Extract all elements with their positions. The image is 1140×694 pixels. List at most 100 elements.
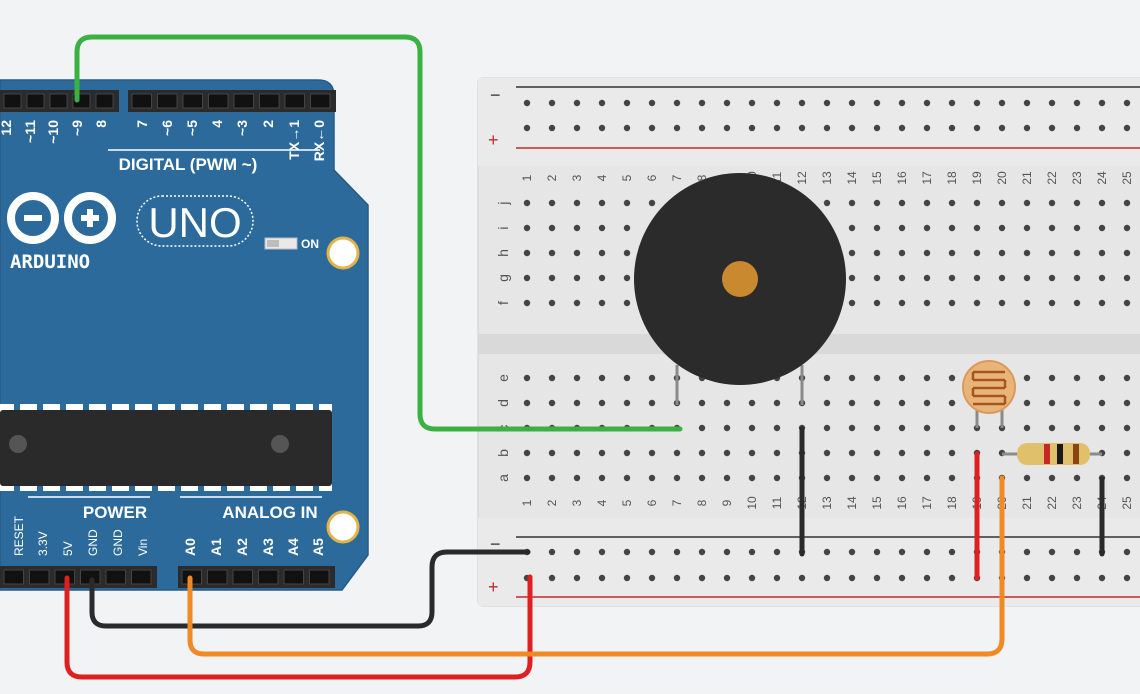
breadboard-hole[interactable] [598, 449, 606, 457]
breadboard-hole[interactable] [973, 274, 981, 282]
rail-hole[interactable] [948, 574, 956, 582]
photoresistor[interactable] [962, 360, 1016, 428]
breadboard-hole[interactable] [1073, 424, 1081, 432]
breadboard-hole[interactable] [523, 199, 531, 207]
breadboard-hole[interactable] [873, 399, 881, 407]
breadboard-hole[interactable] [573, 199, 581, 207]
breadboard-hole[interactable] [1048, 274, 1056, 282]
breadboard-hole[interactable] [1123, 249, 1131, 257]
breadboard-hole[interactable] [773, 474, 781, 482]
breadboard-hole[interactable] [648, 399, 656, 407]
rail-hole[interactable] [548, 99, 556, 107]
breadboard-hole[interactable] [848, 274, 856, 282]
breadboard-hole[interactable] [773, 424, 781, 432]
breadboard-hole[interactable] [1123, 474, 1131, 482]
rail-hole[interactable] [748, 548, 756, 556]
breadboard-hole[interactable] [973, 299, 981, 307]
header-socket[interactable] [208, 93, 229, 109]
breadboard-hole[interactable] [1023, 274, 1031, 282]
header-socket[interactable] [284, 93, 305, 109]
breadboard-hole[interactable] [573, 374, 581, 382]
breadboard-hole[interactable] [998, 274, 1006, 282]
header-socket[interactable] [131, 93, 152, 109]
breadboard-hole[interactable] [523, 399, 531, 407]
rail-hole[interactable] [973, 124, 981, 132]
rail-hole[interactable] [823, 99, 831, 107]
breadboard-hole[interactable] [898, 224, 906, 232]
rail-hole[interactable] [573, 548, 581, 556]
breadboard-hole[interactable] [1023, 374, 1031, 382]
breadboard-hole[interactable] [948, 199, 956, 207]
breadboard-hole[interactable] [1048, 474, 1056, 482]
breadboard-hole[interactable] [1048, 249, 1056, 257]
breadboard-hole[interactable] [923, 374, 931, 382]
rail-hole[interactable] [998, 124, 1006, 132]
breadboard-hole[interactable] [573, 449, 581, 457]
breadboard-hole[interactable] [1098, 374, 1106, 382]
breadboard-hole[interactable] [1048, 374, 1056, 382]
breadboard-hole[interactable] [1098, 199, 1106, 207]
rail-hole[interactable] [998, 99, 1006, 107]
breadboard-hole[interactable] [548, 474, 556, 482]
breadboard-hole[interactable] [673, 449, 681, 457]
rail-hole[interactable] [673, 548, 681, 556]
breadboard-hole[interactable] [1098, 249, 1106, 257]
breadboard-hole[interactable] [873, 199, 881, 207]
rail-hole[interactable] [873, 574, 881, 582]
breadboard-hole[interactable] [848, 449, 856, 457]
rail-hole[interactable] [598, 548, 606, 556]
header-socket[interactable] [232, 569, 253, 585]
breadboard-hole[interactable] [1048, 199, 1056, 207]
rail-hole[interactable] [748, 99, 756, 107]
breadboard-hole[interactable] [698, 474, 706, 482]
rail-hole[interactable] [723, 99, 731, 107]
breadboard-hole[interactable] [848, 399, 856, 407]
rail-hole[interactable] [848, 99, 856, 107]
rail-hole[interactable] [673, 574, 681, 582]
breadboard-hole[interactable] [573, 299, 581, 307]
rail-hole[interactable] [1073, 99, 1081, 107]
rail-hole[interactable] [573, 574, 581, 582]
resistor[interactable] [1002, 443, 1102, 465]
breadboard-hole[interactable] [748, 474, 756, 482]
breadboard-hole[interactable] [873, 374, 881, 382]
breadboard-hole[interactable] [1123, 224, 1131, 232]
breadboard-hole[interactable] [523, 449, 531, 457]
rail-hole[interactable] [573, 124, 581, 132]
rail-hole[interactable] [673, 124, 681, 132]
header-socket[interactable] [310, 93, 331, 109]
breadboard-hole[interactable] [898, 449, 906, 457]
breadboard-hole[interactable] [873, 249, 881, 257]
rail-hole[interactable] [848, 124, 856, 132]
breadboard-hole[interactable] [1073, 224, 1081, 232]
rail-hole[interactable] [848, 574, 856, 582]
breadboard-hole[interactable] [823, 424, 831, 432]
breadboard-hole[interactable] [948, 299, 956, 307]
header-socket[interactable] [309, 569, 330, 585]
rail-hole[interactable] [773, 99, 781, 107]
rail-hole[interactable] [748, 574, 756, 582]
breadboard-hole[interactable] [1123, 299, 1131, 307]
breadboard-hole[interactable] [898, 399, 906, 407]
breadboard-hole[interactable] [648, 474, 656, 482]
rail-hole[interactable] [1123, 574, 1131, 582]
breadboard-hole[interactable] [873, 449, 881, 457]
rail-hole[interactable] [848, 548, 856, 556]
breadboard-hole[interactable] [1098, 299, 1106, 307]
breadboard-hole[interactable] [573, 249, 581, 257]
rail-hole[interactable] [1048, 548, 1056, 556]
header-socket[interactable] [157, 93, 178, 109]
breadboard-hole[interactable] [948, 274, 956, 282]
rail-hole[interactable] [548, 574, 556, 582]
breadboard-hole[interactable] [848, 299, 856, 307]
rail-hole[interactable] [1023, 99, 1031, 107]
breadboard-hole[interactable] [873, 224, 881, 232]
breadboard-hole[interactable] [548, 199, 556, 207]
breadboard-hole[interactable] [848, 424, 856, 432]
breadboard-hole[interactable] [598, 249, 606, 257]
breadboard-hole[interactable] [923, 424, 931, 432]
rail-hole[interactable] [923, 574, 931, 582]
breadboard-hole[interactable] [923, 399, 931, 407]
breadboard-hole[interactable] [1048, 224, 1056, 232]
